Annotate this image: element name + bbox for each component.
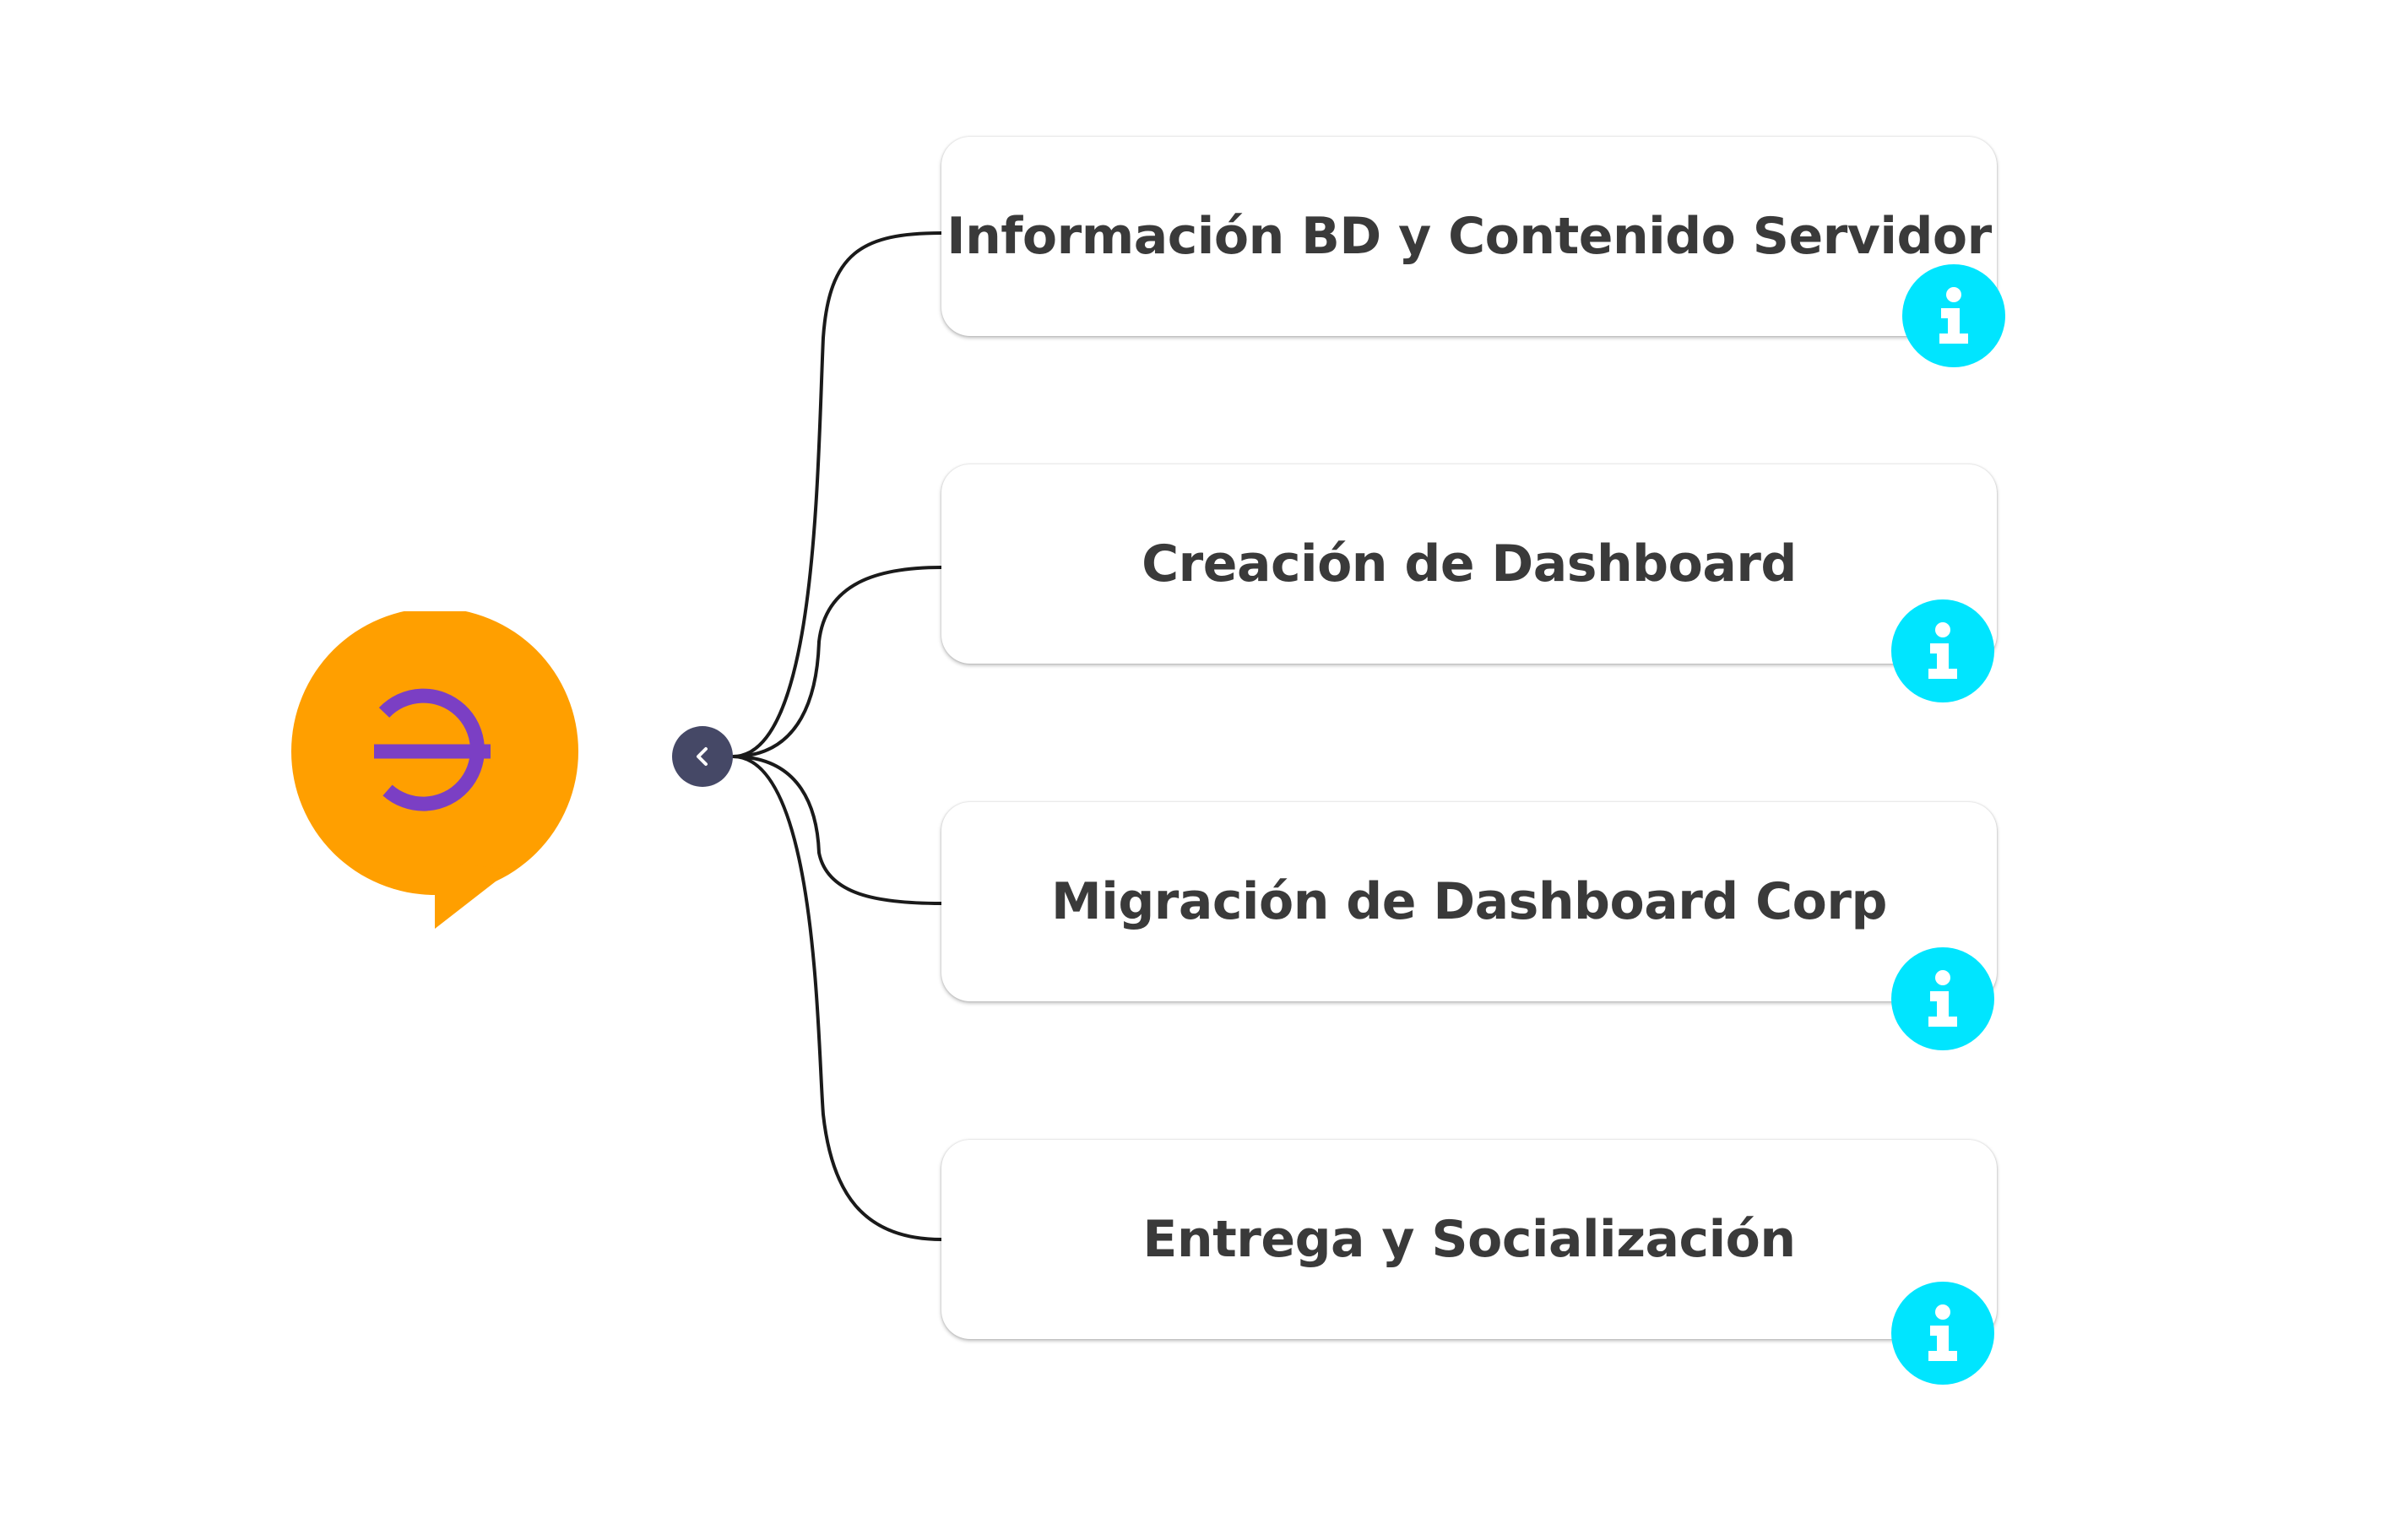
info-icon — [1928, 970, 1957, 1027]
info-button[interactable] — [1891, 1282, 1994, 1385]
connector-line-2 — [731, 566, 943, 758]
info-button[interactable] — [1891, 947, 1994, 1050]
connector-line-3 — [731, 755, 943, 905]
branch-node-migracion-dashboard[interactable]: Migración de Dashboard Corp — [941, 802, 1997, 1001]
info-icon — [1928, 1304, 1957, 1361]
info-button[interactable] — [1902, 264, 2005, 367]
branch-node-label: Creación de Dashboard — [1142, 534, 1797, 594]
branch-node-entrega-socializacion[interactable]: Entrega y Socialización — [941, 1140, 1997, 1339]
collapse-button[interactable] — [672, 726, 733, 787]
info-icon — [1928, 622, 1957, 679]
connector-line-4 — [731, 755, 943, 1241]
branch-node-informacion-bd[interactable]: Información BD y Contenido Servidor — [941, 137, 1997, 336]
branch-node-label: Información BD y Contenido Servidor — [946, 207, 1992, 266]
chevron-left-icon — [697, 747, 708, 766]
info-button[interactable] — [1891, 599, 1994, 702]
branch-node-label: Entrega y Socialización — [1142, 1210, 1796, 1269]
speech-bubble-logo-icon — [291, 608, 578, 929]
branch-node-label: Migración de Dashboard Corp — [1051, 872, 1887, 931]
info-icon — [1939, 287, 1968, 344]
connector-line-1 — [731, 231, 943, 758]
branch-node-creacion-dashboard[interactable]: Creación de Dashboard — [941, 464, 1997, 664]
